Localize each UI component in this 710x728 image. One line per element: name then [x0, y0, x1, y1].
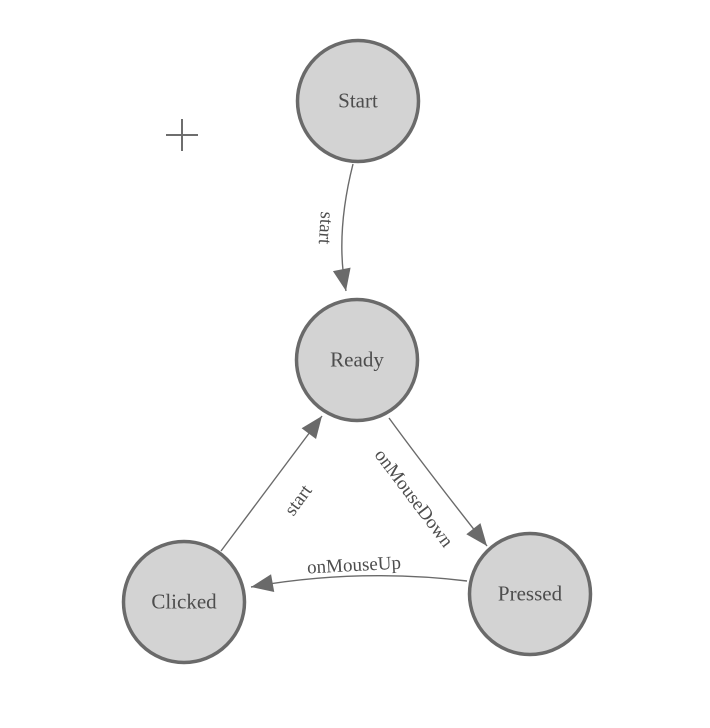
node-ready[interactable]: Ready	[294, 297, 420, 423]
node-ready-shape[interactable]	[294, 297, 420, 423]
edge-pressed-to-clicked-label: onMouseUp	[307, 553, 402, 579]
node-pressed[interactable]: Pressed	[467, 531, 593, 657]
node-pressed-shape[interactable]	[467, 531, 593, 657]
edge-clicked-to-ready-line[interactable]	[220, 415, 323, 552]
node-start-label: Start	[338, 89, 378, 113]
edge-start-to-ready-line[interactable]	[332, 163, 354, 292]
edge-ready-to-pressed[interactable]: onMouseDown	[370, 417, 488, 552]
edge-start-to-ready[interactable]: start	[314, 163, 354, 292]
edge-clicked-to-ready-label: start	[280, 480, 317, 519]
node-clicked-label: Clicked	[151, 590, 217, 614]
canvas-origin-crosshair-icon	[166, 119, 198, 151]
edge-clicked-to-ready[interactable]: start	[220, 415, 323, 552]
edge-ready-to-pressed-label: onMouseDown	[370, 445, 458, 552]
node-clicked[interactable]: Clicked	[121, 539, 247, 665]
edge-start-to-ready-label: start	[314, 211, 337, 246]
edge-pressed-to-clicked[interactable]: onMouseUp	[250, 553, 468, 592]
node-start[interactable]: Start	[295, 38, 421, 164]
node-clicked-shape[interactable]	[121, 539, 247, 665]
node-start-shape[interactable]	[295, 38, 421, 164]
node-ready-label: Ready	[330, 348, 384, 372]
edge-ready-to-pressed-line[interactable]	[388, 417, 488, 547]
edge-pressed-to-clicked-line[interactable]	[250, 574, 468, 592]
node-pressed-label: Pressed	[498, 582, 563, 606]
